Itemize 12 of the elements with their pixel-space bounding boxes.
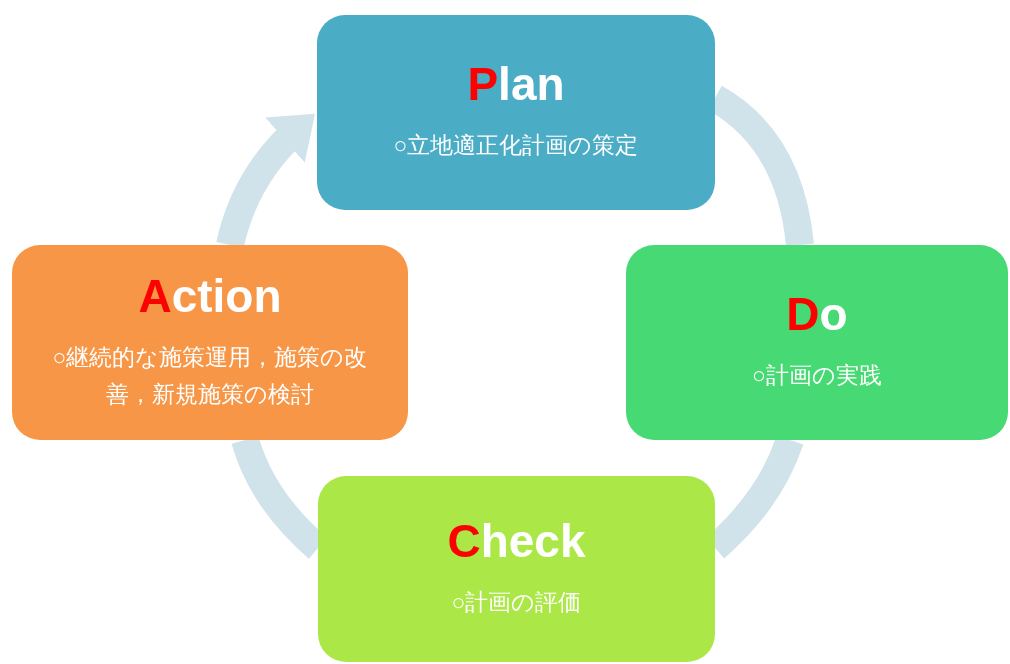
phase-box: [317, 15, 715, 210]
phase-description: ○計画の実践: [752, 361, 882, 391]
phase-title: Do: [786, 291, 848, 338]
phase-box: [318, 476, 715, 662]
phase-box: [12, 245, 408, 440]
phase-title: Plan: [467, 61, 565, 108]
phase-description: ○計画の評価: [451, 587, 582, 617]
phase-description: ○継続的な施策運用，施策の改善，新規施策の検討: [51, 342, 369, 409]
phase-title: Action: [138, 272, 282, 319]
phase-box: [626, 245, 1008, 440]
phase-description: ○立地適正化計画の策定: [393, 131, 639, 161]
phase-title: Check: [447, 517, 586, 564]
